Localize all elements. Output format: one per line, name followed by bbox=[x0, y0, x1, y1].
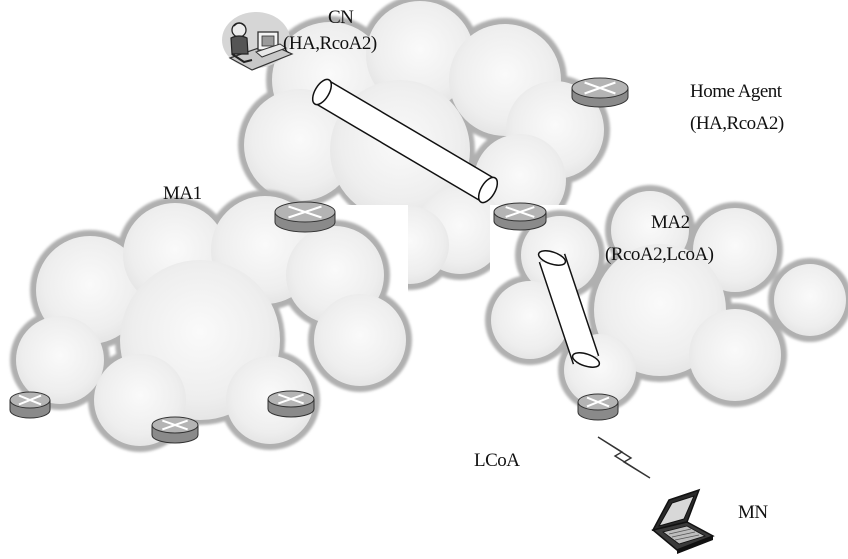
tunnel-ma2-ar bbox=[537, 250, 601, 368]
ma1-label: MA1 bbox=[163, 183, 202, 204]
laptop-icon bbox=[651, 488, 715, 554]
router-ar-ma2-icon bbox=[577, 393, 619, 421]
ma2-label: MA2 bbox=[651, 212, 690, 233]
wireless-link-icon bbox=[597, 436, 651, 479]
router-ar-middle-icon bbox=[151, 416, 199, 444]
cn-label: CN bbox=[328, 7, 354, 28]
router-home-agent-icon bbox=[571, 77, 629, 108]
home-agent-binding-label: (HA,RcoA2) bbox=[690, 113, 784, 134]
user-workstation-icon bbox=[222, 12, 294, 71]
router-ma2-icon bbox=[493, 202, 547, 231]
router-ar-right-icon bbox=[267, 390, 315, 418]
router-ar-left-icon bbox=[9, 391, 51, 419]
cn-binding-label: (HA,RcoA2) bbox=[283, 33, 377, 54]
mn-label: MN bbox=[738, 502, 768, 523]
ma2-binding-label: (RcoA2,LcoA) bbox=[605, 244, 714, 265]
cloud-ma1 bbox=[0, 190, 412, 475]
home-agent-label: Home Agent bbox=[690, 81, 783, 102]
router-ma1-icon bbox=[274, 201, 336, 233]
routers bbox=[9, 77, 629, 444]
tunnel-cn-ma2 bbox=[311, 78, 499, 204]
lcoa-label: LCoA bbox=[474, 450, 520, 471]
